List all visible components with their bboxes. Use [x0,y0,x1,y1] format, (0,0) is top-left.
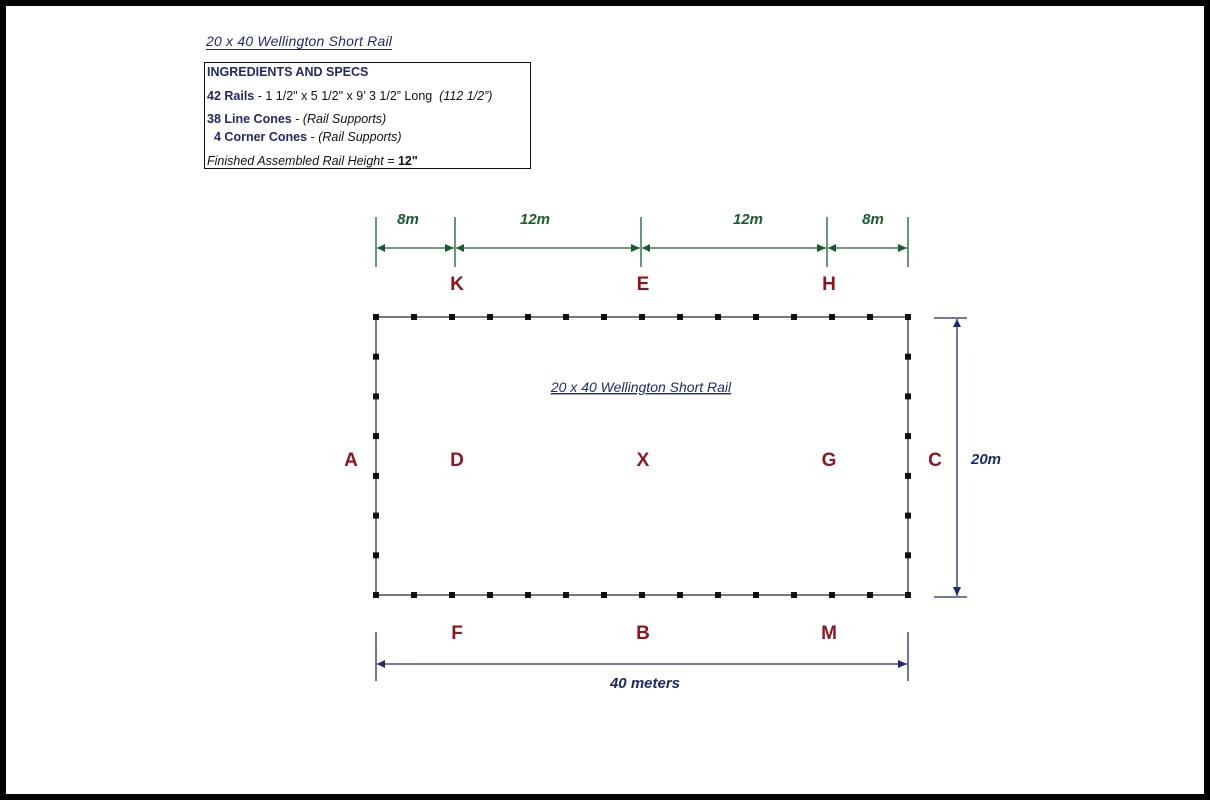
rail-cone [677,592,683,598]
rail-cone [373,592,379,598]
corner-cones-label: 4 Corner Cones [214,130,308,144]
rail-cone [639,314,645,320]
letter-b: B [636,623,650,644]
rail-cone [525,592,531,598]
letter-g: G [822,450,837,471]
specs-height-row: Finished Assembled Rail Height = 12" [207,154,418,168]
rail-cone [829,592,835,598]
rail-cone [601,592,607,598]
rail-cone [753,314,759,320]
letter-d: D [450,450,464,471]
letter-x: X [637,450,650,471]
arena-inner-title: 20 x 40 Wellington Short Rail [550,379,732,395]
dim-label-3: 12m [733,211,763,228]
rail-cone [905,552,911,559]
rail-cone [373,433,379,440]
rail-cone [525,314,531,320]
line-cones-note: (Rail Supports) [302,112,387,126]
letter-f: F [451,623,463,644]
height-label: Finished Assembled Rail Height = [207,154,398,168]
rail-cone [791,592,797,598]
rail-cone [753,592,759,598]
rail-cone [867,592,873,598]
rail-cone [905,592,911,598]
specs-corner-cones-row: 4 Corner Cones - (Rail Supports) [214,130,402,144]
rail-cones [373,314,911,598]
corner-cones-note: (Rail Supports) [318,130,402,144]
specs-box: INGREDIENTS AND SPECS 42 Rails - 1 1/2" … [204,62,531,169]
rail-cone [867,314,873,320]
rail-cone [829,314,835,320]
rail-cone [449,314,455,320]
rail-cone [563,314,569,320]
top-dimension-ticks [375,217,909,267]
width-label: 40 meters [609,675,680,692]
height-label: 20m [970,451,1001,468]
specs-header: INGREDIENTS AND SPECS [207,65,369,79]
rail-cone [373,472,379,479]
rail-cone [411,314,417,320]
specs-line-cones-row: 38 Line Cones - (Rail Supports) [207,112,386,126]
letter-m: M [821,623,837,644]
width-dimension [375,632,909,681]
rail-cone [373,512,379,519]
rail-cone [715,314,721,320]
rail-cone [411,592,417,598]
rail-cone [373,393,379,400]
line-cones-text: - [291,112,303,126]
height-dimension [934,317,967,598]
rail-cone [905,512,911,519]
letter-e: E [637,274,650,295]
rail-cone [373,314,379,320]
rail-cone [905,353,911,360]
rails-label: 42 Rails [207,89,255,103]
rail-cone [905,314,911,320]
rail-cone [487,592,493,598]
rail-cone [639,592,645,598]
rail-cone [373,353,379,360]
letter-k: K [450,274,464,295]
rail-cone [677,314,683,320]
page-title: 20 x 40 Wellington Short Rail [206,33,393,49]
dim-label-4: 8m [862,211,884,228]
rail-cone [373,552,379,559]
dim-label-2: 12m [520,211,550,228]
letter-c: C [928,450,942,471]
letter-h: H [822,274,836,295]
corner-cones-text: - [307,130,319,144]
rail-cone [791,314,797,320]
rail-cone [715,592,721,598]
rail-cone [905,393,911,400]
line-cones-label: 38 Line Cones [207,112,292,126]
rail-cone [449,592,455,598]
rails-text: - 1 1/2" x 5 1/2" x 9’ 3 1/2” Long [254,89,440,103]
rail-cone [563,592,569,598]
rail-cone [905,433,911,440]
dim-label-1: 8m [397,211,419,228]
letter-a: A [344,450,358,471]
height-value: 12" [397,154,418,168]
rail-cone [487,314,493,320]
rail-cone [905,472,911,479]
rail-cone [601,314,607,320]
specs-rails-row: 42 Rails - 1 1/2" x 5 1/2" x 9’ 3 1/2” L… [207,89,492,103]
rails-note: (112 1/2”) [439,89,493,103]
